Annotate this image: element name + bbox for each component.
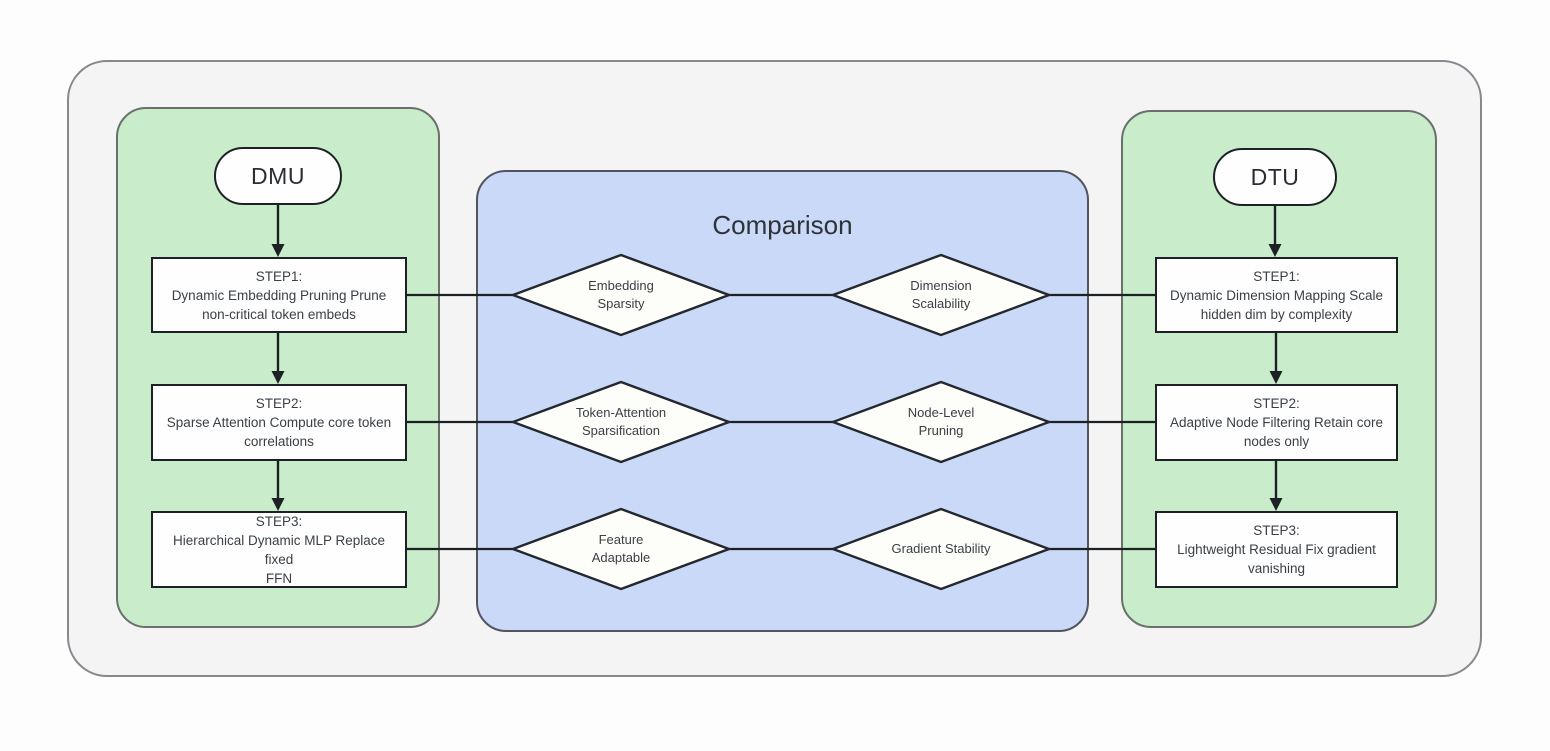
- dmu-step2-node: STEP2: Sparse Attention Compute core tok…: [151, 384, 407, 461]
- dmu-step1-title: STEP1:: [255, 268, 303, 284]
- dtu-step3-node: STEP3: Lightweight Residual Fix gradient…: [1155, 511, 1398, 588]
- diamond-row3-left-label: Feature Adaptable: [591, 532, 651, 565]
- diamond-row2-left-label: Token-Attention Sparsification: [575, 405, 667, 438]
- dmu-step2-desc: Sparse Attention Compute core token corr…: [166, 415, 392, 449]
- dmu-step3-desc: Hierarchical Dynamic MLP Replace fixed F…: [172, 532, 386, 586]
- diamond-row2-right-label: Node-Level Pruning: [907, 405, 975, 438]
- dmu-flow-arrow-icons: [271, 205, 285, 511]
- dtu-step1-desc: Dynamic Dimension Mapping Scale hidden d…: [1169, 287, 1384, 322]
- diamond-row1-left-shape: [509, 253, 733, 337]
- dmu-step3-node: STEP3: Hierarchical Dynamic MLP Replace …: [151, 511, 407, 588]
- diamond-row1-right-shape: [829, 253, 1053, 337]
- dtu-step2-node: STEP2: Adaptive Node Filtering Retain co…: [1155, 384, 1398, 461]
- diamond-row1-left-label: Embedding Sparsity: [588, 278, 654, 311]
- dmu-node: DMU: [214, 147, 342, 205]
- diamond-row1-right-label: Dimension Scalability: [910, 278, 972, 311]
- dtu-step1-title: STEP1:: [1253, 268, 1300, 284]
- comparison-title: Comparison: [712, 210, 853, 240]
- diamond-row2-right-shape: [829, 380, 1053, 464]
- dmu-step1-desc: Dynamic Embedding Pruning Prune non-crit…: [171, 287, 387, 322]
- dtu-node-label: DTU: [1250, 163, 1300, 190]
- diamond-row3-left-shape: [509, 507, 733, 591]
- dmu-step3-title: STEP3:: [255, 513, 303, 529]
- dtu-step3-title: STEP3:: [1253, 523, 1300, 538]
- dmu-step1-node: STEP1: Dynamic Embedding Pruning Prune n…: [151, 257, 407, 333]
- dtu-step1-node: STEP1: Dynamic Dimension Mapping Scale h…: [1155, 257, 1398, 333]
- diamond-row2-left-shape: [509, 380, 733, 464]
- dtu-flow-arrow-icons: [1268, 206, 1283, 511]
- dtu-step2-title: STEP2:: [1253, 396, 1300, 411]
- dtu-node: DTU: [1213, 148, 1337, 206]
- diamond-row3-right-shape: [829, 507, 1053, 591]
- diamond-row3-right-label: Gradient Stability: [891, 541, 991, 556]
- dtu-step3-desc: Lightweight Residual Fix gradient vanish…: [1177, 542, 1376, 576]
- comparison-diamond-shapes: [509, 253, 1053, 591]
- dmu-node-label: DMU: [251, 162, 305, 189]
- dmu-step2-title: STEP2:: [255, 396, 303, 411]
- dtu-step2-desc: Adaptive Node Filtering Retain core node…: [1169, 415, 1384, 449]
